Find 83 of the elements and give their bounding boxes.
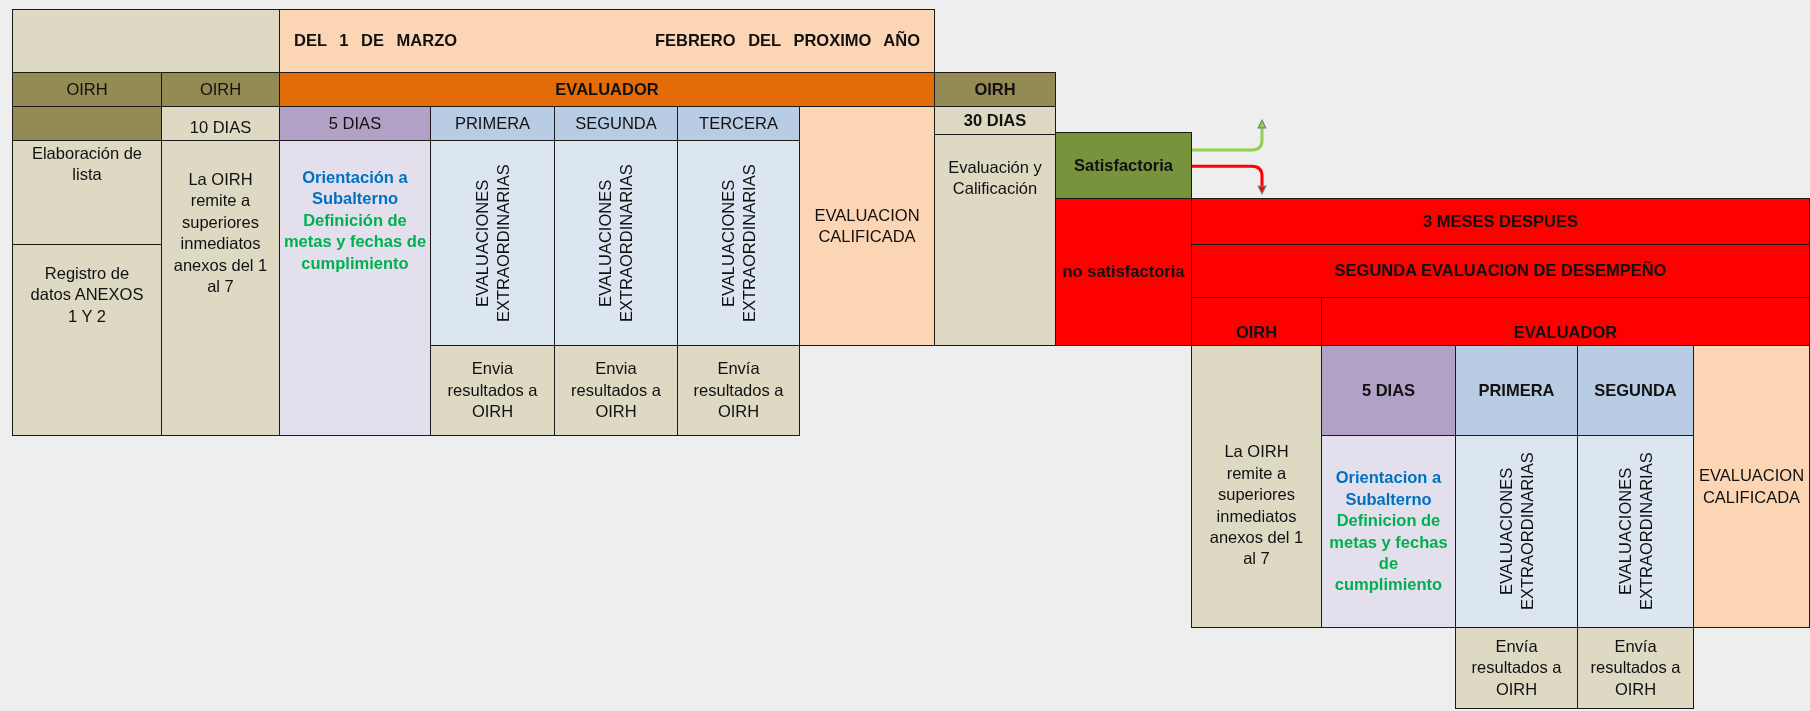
table-cell xyxy=(161,140,280,436)
cell-text: Orientación a Subalterno xyxy=(301,167,409,210)
table-cell xyxy=(1455,627,1578,709)
table-cell xyxy=(1191,198,1810,245)
table-cell xyxy=(430,345,555,436)
table-cell xyxy=(1055,132,1192,199)
cell-text: EVALUACION CALIFICADA xyxy=(813,204,921,247)
table-cell xyxy=(1055,198,1192,346)
activity-cell xyxy=(677,140,800,346)
cell-text: TERCERA xyxy=(699,112,778,134)
cell-text: Envía resultados a OIRH xyxy=(1470,635,1563,700)
table-cell xyxy=(161,106,280,141)
activity-cell xyxy=(430,140,555,346)
vertical-label: EVALUACIONES EXTRAORDINARIAS xyxy=(471,163,513,324)
table-cell xyxy=(12,244,162,436)
cell-text: OIRH xyxy=(1235,321,1278,343)
table-cell xyxy=(1191,297,1322,346)
cell-text: EVALUADOR xyxy=(1513,321,1618,343)
activity-cell xyxy=(1577,435,1694,628)
arrow xyxy=(1192,119,1267,152)
table-cell xyxy=(799,106,935,346)
table-cell xyxy=(279,9,935,73)
table-cell xyxy=(279,140,431,436)
table-cell xyxy=(1577,345,1694,436)
table-cell xyxy=(430,106,555,141)
cell-text: La OIRH remite a superiores inmediatos anexos del 1 al 7 xyxy=(172,169,269,298)
cell-text: Elaboración de lista xyxy=(30,143,144,186)
cell-text: Envía resultados a OIRH xyxy=(1589,635,1682,700)
cell-text: Definición de metas y fechas de cumplimiento xyxy=(283,209,427,274)
table-cell xyxy=(1693,345,1810,628)
cell-text: SEGUNDA EVALUACION DE DESEMPEÑO xyxy=(1334,260,1667,282)
table-cell xyxy=(1455,345,1578,436)
vertical-label: EVALUACIONES EXTRAORDINARIAS xyxy=(1614,451,1656,613)
cell-text: Satisfactoria xyxy=(1073,154,1173,176)
cell-text: Definicion de metas y fechas de cumplimiento xyxy=(1328,510,1449,596)
cell-text: EVALUADOR xyxy=(555,78,659,100)
table-cell xyxy=(279,72,935,107)
cell-text: FEBRERO DEL PROXIMO AÑO xyxy=(654,30,920,52)
cell-text: EVALUACION CALIFICADA xyxy=(1697,465,1806,508)
table-cell xyxy=(934,72,1056,107)
cell-text: Registro de datos ANEXOS 1 Y 2 xyxy=(29,263,145,327)
activity-cell xyxy=(554,140,678,346)
cell-text: Envia resultados a OIRH xyxy=(570,358,662,423)
table-cell xyxy=(934,106,1056,135)
cell-text: PRIMERA xyxy=(454,112,531,134)
cell-text: Envia resultados a OIRH xyxy=(446,358,539,423)
table-cell xyxy=(1321,297,1810,346)
cell-text: SEGUNDA xyxy=(575,112,657,134)
table-cell xyxy=(1321,435,1456,628)
table-cell xyxy=(279,106,431,141)
table-cell xyxy=(161,72,280,107)
table-cell xyxy=(1577,627,1694,709)
table-cell xyxy=(934,134,1056,346)
vertical-label: EVALUACIONES EXTRAORDINARIAS xyxy=(717,163,759,324)
vertical-label: EVALUACIONES EXTRAORDINARIAS xyxy=(595,163,636,324)
table-cell xyxy=(554,345,678,436)
cell-text: 5 DIAS xyxy=(328,112,382,134)
table-cell xyxy=(12,72,162,107)
cell-text: PRIMERA xyxy=(1478,379,1555,401)
table-cell xyxy=(12,140,162,245)
activity-cell xyxy=(1455,435,1578,628)
cell-text: Evaluación y Calificación xyxy=(947,157,1043,200)
table-cell xyxy=(1321,345,1456,436)
cell-text: OIRH xyxy=(974,78,1016,100)
cell-text: no satisfactoria xyxy=(1062,261,1185,283)
table-cell xyxy=(554,106,678,141)
table-cell xyxy=(677,106,800,141)
cell-text: 10 DIAS xyxy=(189,116,252,138)
vertical-label: EVALUACIONES EXTRAORDINARIAS xyxy=(1495,451,1537,613)
cell-text: Envía resultados a OIRH xyxy=(692,358,785,423)
cell-text: 30 DIAS xyxy=(963,109,1027,131)
table-cell xyxy=(1191,345,1322,628)
arrow xyxy=(1192,164,1267,195)
cell-text: SEGUNDA xyxy=(1594,379,1677,401)
cell-text: DEL 1 DE MARZO xyxy=(294,30,458,52)
cell-text: Orientacion a Subalterno xyxy=(1334,467,1443,510)
cell-text: 5 DIAS xyxy=(1361,379,1416,401)
table-cell xyxy=(1191,244,1810,298)
cell-text: OIRH xyxy=(66,78,108,100)
table-cell xyxy=(677,345,800,436)
cell-text: OIRH xyxy=(199,78,242,100)
cell-text: 3 MESES DESPUES xyxy=(1423,210,1578,232)
cell-text: La OIRH remite a superiores inmediatos anexos del 1 al 7 xyxy=(1208,441,1305,570)
